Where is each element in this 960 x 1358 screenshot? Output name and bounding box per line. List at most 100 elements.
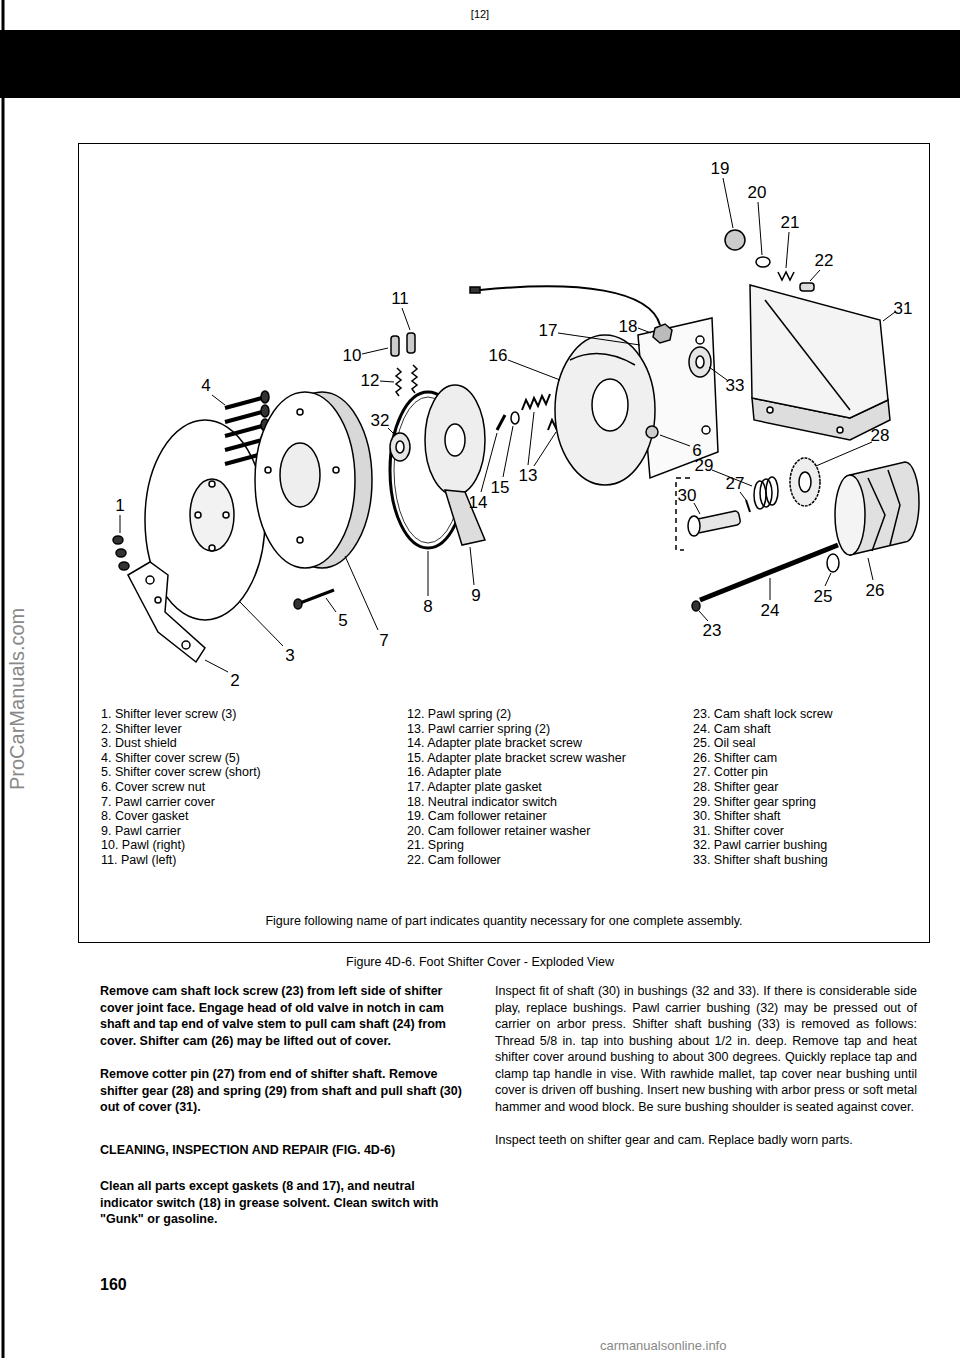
callout-number: 3: [285, 647, 294, 664]
callout-number: 24: [761, 602, 780, 619]
cover-screw: [261, 391, 269, 403]
cam-follower-parts: [800, 283, 814, 291]
pawl-carrier: [445, 424, 465, 456]
callout-number: 5: [338, 612, 347, 629]
pawl-carrier-cover: [265, 467, 271, 473]
callout-number: 4: [201, 377, 210, 394]
part-list-item: 30. Shifter shaft: [693, 809, 918, 824]
cover-screw: [225, 398, 262, 408]
part-list-item: 11. Pawl (left): [101, 853, 381, 868]
part-list-item: 26. Shifter cam: [693, 751, 918, 766]
cam-follower-parts: [778, 272, 794, 280]
pawl-spring: [396, 365, 417, 396]
parts-list-column: 12. Pawl spring (2)13. Pawl carrier spri…: [407, 707, 643, 868]
shifter-shaft: [746, 500, 750, 512]
part-list-item: 23. Cam shaft lock screw: [693, 707, 918, 722]
part-list-item: 27. Cotter pin: [693, 765, 918, 780]
dust-shield: [195, 512, 201, 518]
body-paragraph: Remove cotter pin (27) from end of shift…: [100, 1066, 470, 1116]
part-list-item: 19. Cam follower retainer: [407, 809, 643, 824]
body-paragraph: Remove cam shaft lock screw (23) from le…: [100, 983, 470, 1049]
body-paragraph: Inspect fit of shaft (30) in bushings (3…: [495, 983, 917, 1115]
carrier-bushing: [396, 441, 404, 453]
part-list-item: 32. Pawl carrier bushing: [693, 838, 918, 853]
callout-number: 14: [469, 494, 488, 511]
part-list-item: 12. Pawl spring (2): [407, 707, 643, 722]
callout-number: 9: [471, 587, 480, 604]
callout-number: 23: [703, 622, 722, 639]
leader-line: [558, 333, 640, 345]
shifter-cover: [750, 285, 890, 440]
shifter-lever: [128, 562, 205, 662]
part-list-item: 14. Adapter plate bracket screw: [407, 736, 643, 751]
leader-line: [508, 360, 560, 380]
leader-line: [723, 178, 733, 228]
leader-line: [740, 492, 746, 500]
part-list-item: 25. Oil seal: [693, 736, 918, 751]
leader-line: [883, 312, 895, 321]
part-list-item: 5. Shifter cover screw (short): [101, 765, 381, 780]
cover-screw: [225, 426, 262, 436]
pawl-spring: [396, 368, 401, 396]
section-heading: CLEANING, INSPECTION AND REPAIR (FIG. 4D…: [100, 1142, 470, 1159]
figure-note: Figure following name of part indicates …: [79, 914, 929, 929]
shifter-lever: [146, 576, 154, 584]
lever-screw: [113, 536, 129, 570]
dust-shield: [190, 479, 234, 551]
leader-line: [120, 515, 121, 533]
callout-number: 22: [815, 252, 834, 269]
leader-line: [810, 270, 820, 281]
callout-number: 12: [361, 372, 380, 389]
part-list-item: 10. Pawl (right): [101, 838, 381, 853]
callout-number: 29: [695, 457, 714, 474]
leader-line: [120, 178, 895, 672]
parts-list-column: 23. Cam shaft lock screw24. Cam shaft25.…: [693, 707, 918, 868]
callout-number: 16: [489, 347, 508, 364]
lever-screw: [116, 549, 126, 557]
page-number: 160: [100, 1276, 127, 1294]
leader-line: [362, 348, 388, 354]
leader-line: [786, 232, 789, 268]
cover-screw: [261, 405, 269, 417]
callout-number: 18: [619, 318, 638, 335]
callout-number: 33: [726, 377, 745, 394]
part-list-item: 13. Pawl carrier spring (2): [407, 722, 643, 737]
leader-line: [709, 367, 727, 380]
figure-caption: Figure 4D-6. Foot Shifter Cover - Explod…: [0, 955, 960, 969]
callout-number: 17: [539, 322, 558, 339]
cover-nut: [646, 426, 658, 438]
adapter-plate: [555, 335, 655, 485]
part-list-item: 18. Neutral indicator switch: [407, 795, 643, 810]
callout-number: 11: [391, 290, 409, 307]
cam-follower-parts: [725, 230, 814, 291]
shifter-lever: [155, 597, 161, 603]
pawl: [407, 333, 415, 353]
pawl-carrier-cover: [297, 409, 303, 415]
text-column: Remove cam shaft lock screw (23) from le…: [100, 983, 470, 1245]
lever-screw: [119, 562, 129, 570]
shifter-shaft: [790, 458, 820, 506]
pawl-carrier-cover: [255, 392, 355, 568]
cam-shaft: [827, 554, 839, 572]
lever-screw: [113, 536, 123, 544]
part-list-item: 3. Dust shield: [101, 736, 381, 751]
leader-line: [205, 660, 228, 672]
adapter-plate: [570, 354, 635, 365]
bracket-screw: [497, 412, 519, 430]
leader-line: [758, 202, 762, 255]
shifter-shaft: [694, 510, 741, 533]
shifter-cam: [835, 475, 865, 555]
callout-number: 30: [678, 487, 697, 504]
cam-shaft: [692, 601, 700, 611]
pawl: [391, 336, 399, 356]
bracket-screw: [497, 415, 505, 430]
cam-follower-parts: [756, 257, 770, 267]
shifter-lever: [128, 562, 205, 662]
part-list-item: 24. Cam shaft: [693, 722, 918, 737]
shifter-shaft: [766, 477, 778, 505]
leader-line: [534, 432, 556, 466]
leader-line: [388, 428, 395, 435]
leader-line: [380, 381, 394, 382]
callout-number: 28: [871, 427, 890, 444]
callout-number: 2: [230, 672, 239, 689]
